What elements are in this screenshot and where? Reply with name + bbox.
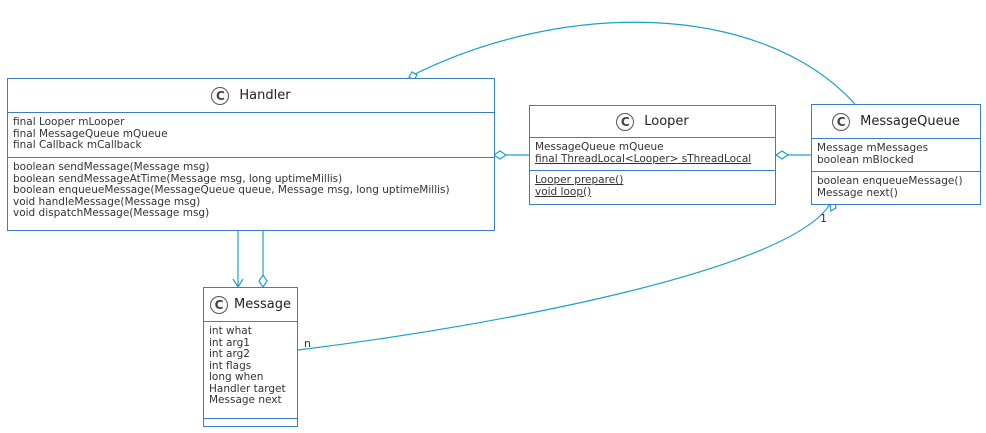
field: Message mMessages bbox=[817, 142, 929, 154]
aggregation-diamond-message-top bbox=[258, 273, 268, 289]
method: void handleMessage(Message msg) bbox=[13, 195, 201, 208]
class-name: MessageQueue bbox=[860, 114, 960, 129]
class-c-icon: C bbox=[210, 295, 228, 314]
field: boolean mBlocked bbox=[817, 153, 914, 166]
multiplicity-label-queue: 1 bbox=[820, 212, 827, 225]
class-c-icon: C bbox=[616, 112, 635, 131]
class-message: C Message int what int arg1 int arg2 int… bbox=[203, 287, 298, 427]
static-method: Looper prepare() bbox=[535, 174, 624, 186]
field: final Callback mCallback bbox=[13, 139, 142, 151]
field: int flags bbox=[209, 359, 252, 372]
methods-section: boolean sendMessage(Message msg) boolean… bbox=[8, 157, 494, 222]
link-handler-messagequeue bbox=[408, 21, 856, 105]
aggregation-diamond-handler-right bbox=[492, 150, 508, 160]
multiplicity-label-message: n bbox=[304, 337, 311, 350]
class-header: C MessageQueue bbox=[812, 105, 980, 139]
method: Message next() bbox=[817, 186, 898, 199]
aggregation-diamond-looper-right bbox=[774, 150, 790, 160]
methods-section: Looper prepare() void loop() bbox=[530, 170, 775, 200]
field: final MessageQueue mQueue bbox=[13, 127, 168, 140]
methods-section bbox=[204, 418, 297, 426]
fields-section: Message mMessages boolean mBlocked bbox=[812, 139, 980, 171]
field: MessageQueue mQueue bbox=[535, 141, 664, 153]
class-c-icon: C bbox=[211, 86, 230, 105]
class-name: Handler bbox=[239, 88, 291, 103]
field: Message next bbox=[209, 394, 282, 406]
class-header: C Looper bbox=[530, 106, 775, 138]
fields-section: final Looper mLooper final MessageQueue … bbox=[8, 113, 494, 157]
class-looper: C Looper MessageQueue mQueue final Threa… bbox=[529, 105, 776, 205]
class-name: Message bbox=[234, 297, 291, 312]
method: void dispatchMessage(Message msg) bbox=[13, 207, 210, 219]
field: int arg2 bbox=[209, 348, 250, 360]
field: int what bbox=[209, 325, 252, 337]
class-handler: C Handler final Looper mLooper final Mes… bbox=[7, 78, 495, 231]
class-c-icon: C bbox=[832, 112, 851, 131]
link-messagequeue-message bbox=[297, 203, 831, 351]
static-method: void loop() bbox=[535, 185, 592, 198]
class-header: C Message bbox=[204, 288, 297, 322]
field: Handler target bbox=[209, 382, 286, 395]
class-name: Looper bbox=[644, 114, 689, 129]
field: final Looper mLooper bbox=[13, 116, 125, 128]
class-header: C Handler bbox=[8, 79, 494, 113]
method: boolean sendMessage(Message msg) bbox=[13, 161, 210, 173]
method: boolean enqueueMessage(MessageQueue queu… bbox=[13, 184, 450, 196]
field: int arg1 bbox=[209, 336, 250, 349]
static-field: final ThreadLocal<Looper> sThreadLocal bbox=[535, 152, 752, 165]
methods-section: boolean enqueueMessage() Message next() bbox=[812, 171, 980, 201]
class-messagequeue: C MessageQueue Message mMessages boolean… bbox=[811, 104, 981, 205]
fields-section: MessageQueue mQueue final ThreadLocal<Lo… bbox=[530, 138, 775, 170]
fields-section: int what int arg1 int arg2 int flags lon… bbox=[204, 322, 297, 418]
method: boolean enqueueMessage() bbox=[817, 175, 963, 187]
method: boolean sendMessageAtTime(Message msg, l… bbox=[13, 172, 343, 185]
field: long when bbox=[209, 371, 264, 383]
